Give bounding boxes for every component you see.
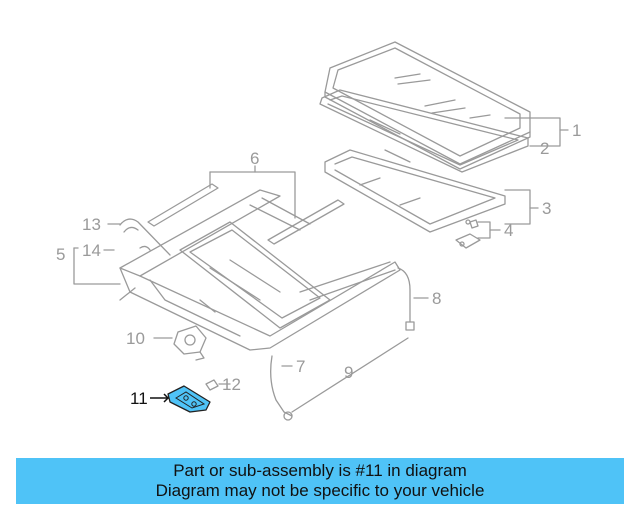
part-11-highlighted-part [150,385,211,413]
part-3-frame [324,149,506,233]
part-5-sunroof-housing [119,189,401,351]
callout-6[interactable]: 6 [250,149,259,168]
callout-9[interactable]: 9 [344,363,353,382]
part-6-rails [147,183,345,245]
callout-8[interactable]: 8 [432,289,441,308]
part-1-glass-panel [324,41,531,170]
callout-5[interactable]: 5 [56,245,65,264]
callout-4[interactable]: 4 [504,221,513,240]
callout-2[interactable]: 2 [540,139,549,158]
callout-3[interactable]: 3 [542,199,551,218]
part-8-drain-hose [397,267,415,331]
callout-14[interactable]: 14 [82,241,101,260]
part-12-screw [205,379,219,391]
parts-diagram: 1 2 3 4 5 6 7 8 9 10 11 12 13 14 [56,41,581,421]
callout-1[interactable]: 1 [572,121,581,140]
part-10-motor [173,325,207,361]
info-banner: Part or sub-assembly is #11 in diagram D… [16,458,624,504]
leader-lines [73,117,569,413]
callout-7[interactable]: 7 [296,357,305,376]
banner-line-part: Part or sub-assembly is #11 in diagram [173,461,467,480]
callout-12[interactable]: 12 [222,375,241,394]
callout-10[interactable]: 10 [126,329,145,348]
banner-line-disclaimer: Diagram may not be specific to your vehi… [155,481,485,500]
callout-13[interactable]: 13 [82,215,101,234]
part-2-seal [319,89,529,173]
callout-11[interactable]: 11 [130,389,148,408]
part-4-clips [455,219,481,249]
part-7-drain-hose [270,355,293,421]
